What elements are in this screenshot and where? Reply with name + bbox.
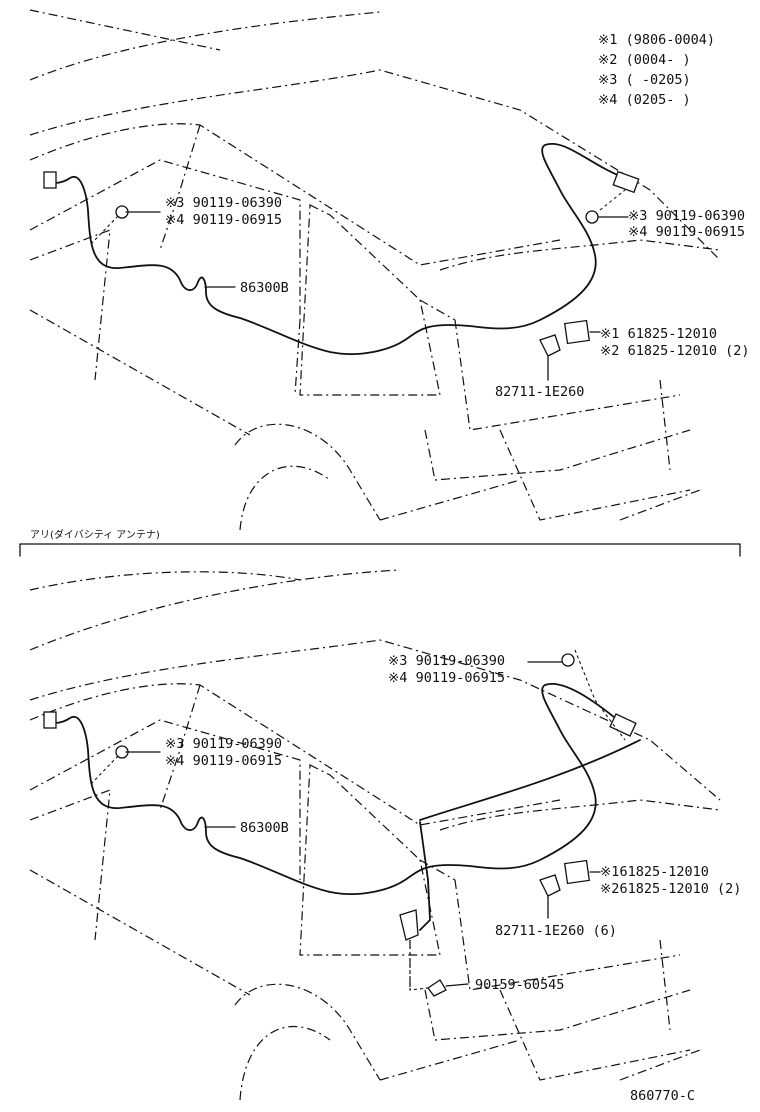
- clip-top: [539, 334, 561, 381]
- warning-label-top: [563, 319, 591, 345]
- clip-bottom: [539, 874, 561, 919]
- label-top-2: ※2 61825-12010 (2): [600, 343, 749, 359]
- section-caption: アリ(ダイバシティ アンテナ): [30, 528, 160, 541]
- car-body-top: [29, 9, 721, 531]
- screw-bottom-label: 90159-60545: [475, 977, 564, 993]
- label-bottom-1: ※161825-12010: [600, 864, 709, 880]
- legend-row-4: ※4 (0205- ): [598, 92, 691, 108]
- bolt-top-bottom-label-3: ※3 90119-06390: [388, 653, 505, 669]
- bolt-left-bottom-label-3: ※3 90119-06390: [165, 736, 282, 752]
- legend: ※1 (9806-0004) ※2 (0004- ) ※3 ( -0205) ※…: [598, 32, 715, 108]
- car-body-bottom: [29, 569, 721, 1101]
- bolt-top-bottom-label-4: ※4 90119-06915: [388, 670, 505, 686]
- connector-left-bottom: [43, 711, 57, 729]
- clip-top-label: 82711-1E260: [495, 384, 584, 400]
- antenna-cable-bottom: [46, 683, 631, 895]
- bolt-left-top-label-3: ※3 90119-06390: [165, 195, 282, 211]
- bolt-top-bottom: [527, 649, 626, 741]
- cable-top-label: 86300B: [240, 280, 289, 296]
- cable-bottom-label: 86300B: [240, 820, 289, 836]
- rear-antenna-element: [419, 739, 641, 821]
- bolt-right-top-label-3: ※3 90119-06390: [628, 208, 745, 224]
- figure-id: 860770-C: [630, 1088, 695, 1104]
- connector-left-top: [43, 171, 57, 189]
- bolt-left-bottom-label-4: ※4 90119-06915: [165, 753, 282, 769]
- bolt-right-top-label-4: ※4 90119-06915: [628, 224, 745, 240]
- legend-row-1: ※1 (9806-0004): [598, 32, 715, 48]
- bolt-left-top: [89, 205, 161, 246]
- bolt-left-top-label-4: ※4 90119-06915: [165, 212, 282, 228]
- screw-bottom: [409, 940, 469, 997]
- bolt-right-top: [585, 189, 629, 224]
- label-bottom-2: ※261825-12010 (2): [600, 881, 741, 897]
- clip-bottom-label: 82711-1E260 (6): [495, 923, 617, 939]
- amplifier-bracket: [399, 909, 419, 941]
- legend-row-3: ※3 ( -0205): [598, 72, 691, 88]
- antenna-cable-top: [46, 142, 626, 355]
- warning-label-bottom: [563, 859, 591, 885]
- antenna-lead-bottom: [419, 821, 431, 931]
- antenna-end-bottom: [609, 713, 637, 737]
- label-top-1: ※1 61825-12010: [600, 326, 717, 342]
- section-divider: アリ(ダイバシティ アンテナ): [19, 528, 741, 557]
- top-view: ※3 90119-06390 ※4 90119-06915 86300B ※3 …: [29, 9, 749, 531]
- bolt-left-bottom: [89, 745, 161, 786]
- antenna-end-top: [612, 170, 640, 194]
- bottom-view: ※3 90119-06390 ※4 90119-06915 ※3 90119-0…: [29, 569, 741, 1101]
- legend-row-2: ※2 (0004- ): [598, 52, 691, 68]
